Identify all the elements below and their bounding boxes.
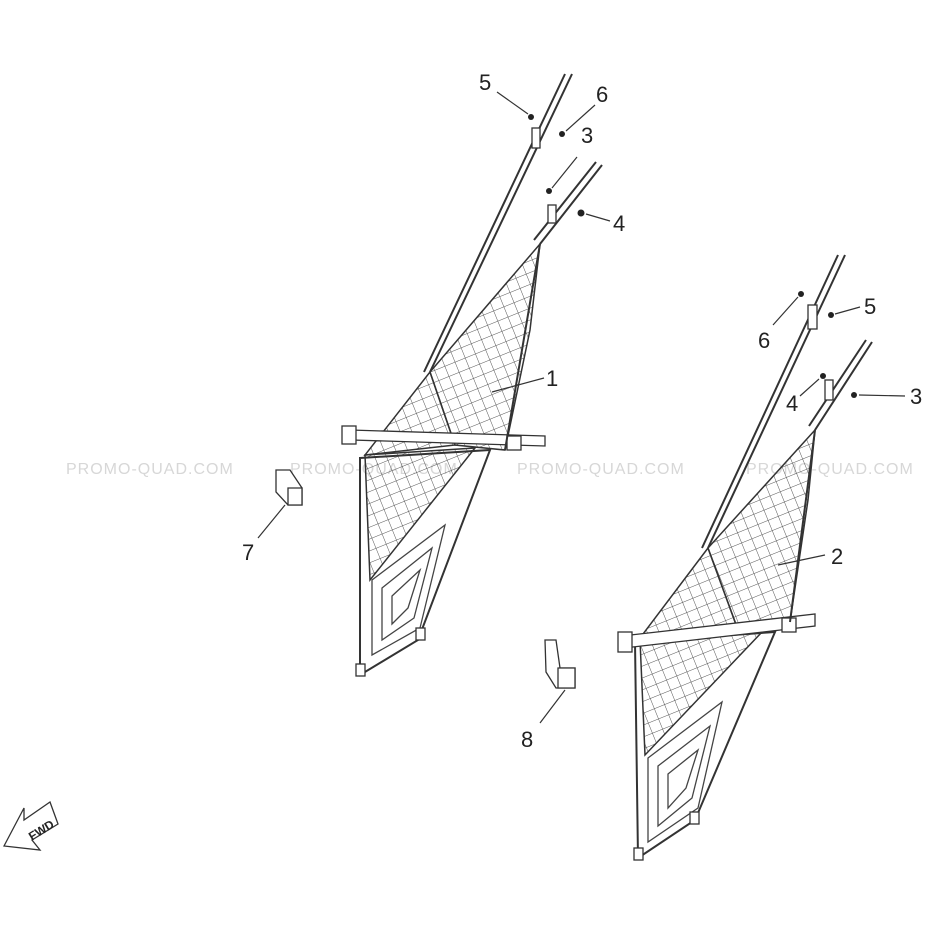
right-net-foot-1 <box>633 847 644 861</box>
left-net-concentric-3 <box>391 567 422 626</box>
callout-right-nut: 4 <box>786 391 798 416</box>
left-bracket-tab <box>287 487 303 506</box>
leader-left-clip <box>551 156 578 189</box>
right-washer-icon <box>798 291 804 297</box>
watermark-3: PROMO-QUAD.COM <box>517 461 685 478</box>
right-net-concentric-3 <box>667 748 700 810</box>
left-bolt-icon <box>528 114 534 120</box>
callout-bracket-right: 8 <box>521 727 533 752</box>
left-rod-lower <box>504 243 541 451</box>
leader-right-net <box>777 554 826 566</box>
right-net-concentric-2 <box>657 724 712 828</box>
left-rod-clamp-upper <box>531 127 541 149</box>
right-bracket-tab <box>557 667 576 689</box>
left-rod-inner <box>539 164 603 245</box>
right-window-net <box>617 254 873 861</box>
left-washer-icon <box>559 131 565 137</box>
right-net-concentric-1 <box>647 700 724 844</box>
right-rod-clamp-upper <box>807 304 818 330</box>
callout-left-clip: 3 <box>581 123 593 148</box>
right-bolt-icon <box>828 312 834 318</box>
left-net-lower-mesh <box>364 447 477 583</box>
callout-bracket-left: 7 <box>242 540 254 565</box>
callout-right-washer: 6 <box>758 328 770 353</box>
left-window-net <box>341 73 603 677</box>
right-strap-buckle-left <box>617 631 633 653</box>
callout-left-bolt: 5 <box>479 70 491 95</box>
leader-right-bolt <box>834 306 861 315</box>
fwd-arrow-shape <box>2 800 59 851</box>
right-net-lower-mesh <box>639 631 764 757</box>
right-net-foot-2 <box>689 811 700 825</box>
watermark-1: PROMO-QUAD.COM <box>66 461 234 478</box>
left-rod-outer <box>429 73 573 373</box>
leader-bracket-right <box>539 689 566 724</box>
leader-left-net <box>491 377 545 393</box>
right-rod-inner <box>814 341 873 431</box>
left-rod-outer-2 <box>423 73 566 373</box>
right-bracket <box>544 639 576 689</box>
fwd-arrow-icon: FWD <box>2 800 59 851</box>
leader-right-nut <box>799 378 820 397</box>
leader-left-nut <box>585 213 611 222</box>
right-rod-outer <box>707 254 846 549</box>
left-net-upper-mesh <box>429 241 542 451</box>
callout-left-washer: 6 <box>596 82 608 107</box>
left-rod-clamp-lower <box>547 204 557 224</box>
leader-left-bolt <box>496 91 529 115</box>
left-net-foot-1 <box>355 663 366 677</box>
right-rod-clamp-lower <box>824 379 834 401</box>
leader-right-clip <box>858 394 906 397</box>
right-rod-inner-2 <box>808 339 867 427</box>
left-strap-buckle-left <box>341 425 357 445</box>
left-net-foot-2 <box>415 627 426 641</box>
callout-left-nut: 4 <box>613 211 625 236</box>
right-clip-icon <box>851 392 857 398</box>
callout-right-net: 2 <box>831 544 843 569</box>
right-strap-buckle-right <box>781 617 797 633</box>
left-bracket <box>275 469 303 506</box>
right-nut-icon <box>820 373 826 379</box>
callout-right-clip: 3 <box>910 384 922 409</box>
leader-left-washer <box>565 104 596 132</box>
left-nut-icon <box>577 209 585 217</box>
left-rod-inner-2 <box>533 161 597 241</box>
right-rod-lower <box>789 429 816 623</box>
leader-right-washer <box>772 296 799 326</box>
callout-right-bolt: 5 <box>864 294 876 319</box>
right-rod-outer-2 <box>701 254 839 549</box>
left-net-concentric-2 <box>381 546 434 642</box>
watermark-4: PROMO-QUAD.COM <box>746 461 914 478</box>
callout-left-net: 1 <box>546 366 558 391</box>
left-strap-buckle-right <box>506 435 522 451</box>
leader-bracket-left <box>257 504 286 539</box>
left-clip-icon <box>546 188 552 194</box>
